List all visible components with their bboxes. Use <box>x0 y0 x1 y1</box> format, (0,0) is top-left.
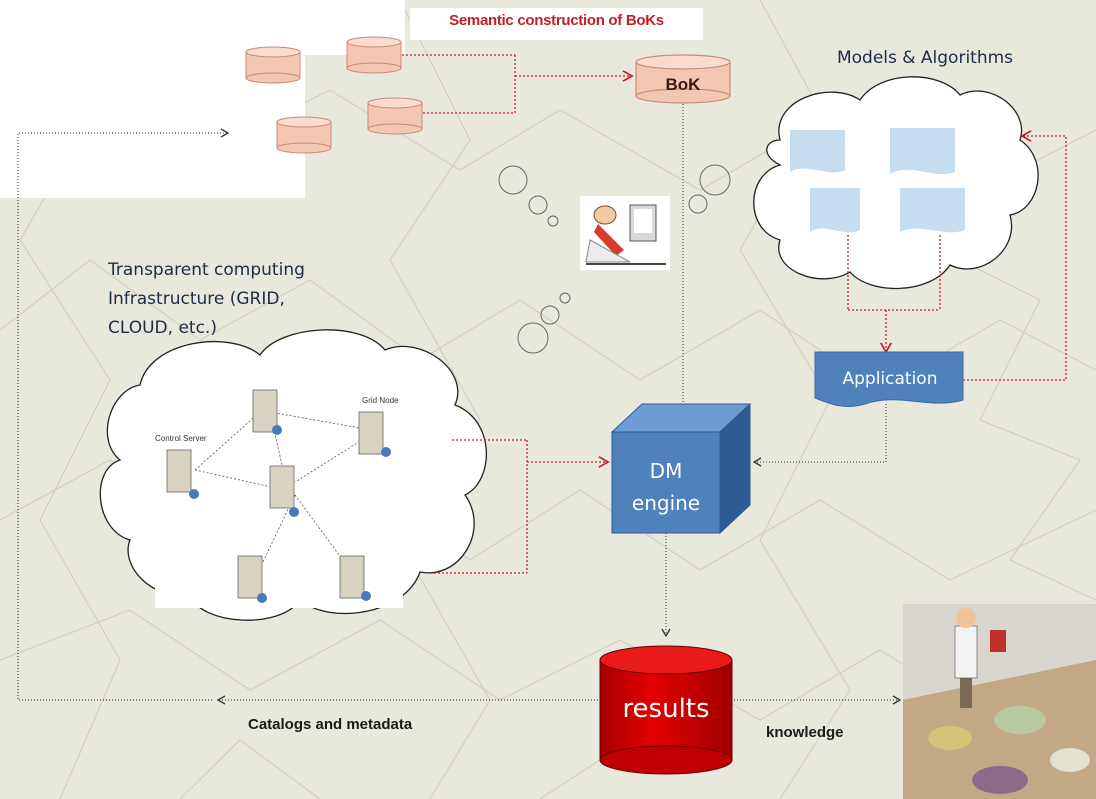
catalogs-label: Catalogs and metadata <box>248 716 413 733</box>
dm-engine-cube <box>610 402 752 535</box>
grid-network-image <box>155 372 403 608</box>
server-icon <box>166 389 384 599</box>
thinking-person-image <box>580 196 670 270</box>
infrastructure-title-line: CLOUD, etc.) <box>108 318 217 338</box>
bok-label: BoK <box>665 75 701 94</box>
infrastructure-title-line: Transparent computing <box>108 260 305 280</box>
grid-node-label: Grid Node <box>362 396 399 405</box>
title-box <box>410 8 703 40</box>
bok-cylinder <box>635 54 731 104</box>
classroom-image <box>903 604 1096 799</box>
application-shape <box>814 351 964 407</box>
diagram-title: Semantic construction of BoKs <box>449 12 664 29</box>
knowledge-label: knowledge <box>766 724 844 741</box>
infrastructure-title-line: Infrastructure (GRID, <box>108 289 285 309</box>
dm-engine-label: DM engine <box>612 455 720 519</box>
infrastructure-title: Transparent computing Infrastructure (GR… <box>108 256 378 343</box>
bok-panel <box>0 0 305 198</box>
bok-source-cylinder <box>367 97 423 135</box>
results-cylinder <box>599 645 733 775</box>
control-server-label: Control Server <box>155 434 207 443</box>
bok-source-cylinder <box>245 46 301 84</box>
bok-source-cylinder <box>276 116 332 154</box>
models-cloud <box>753 76 1039 290</box>
algorithm-doc <box>790 128 965 233</box>
application-label: Application <box>842 369 938 389</box>
dm-engine-label-line: engine <box>631 491 701 515</box>
thought-bubbles <box>498 164 731 354</box>
models-title: Models & Algorithms <box>836 48 1014 68</box>
dm-engine-label-line: DM <box>649 459 683 483</box>
bok-source-cylinder <box>346 36 402 74</box>
results-label: results <box>622 694 710 724</box>
